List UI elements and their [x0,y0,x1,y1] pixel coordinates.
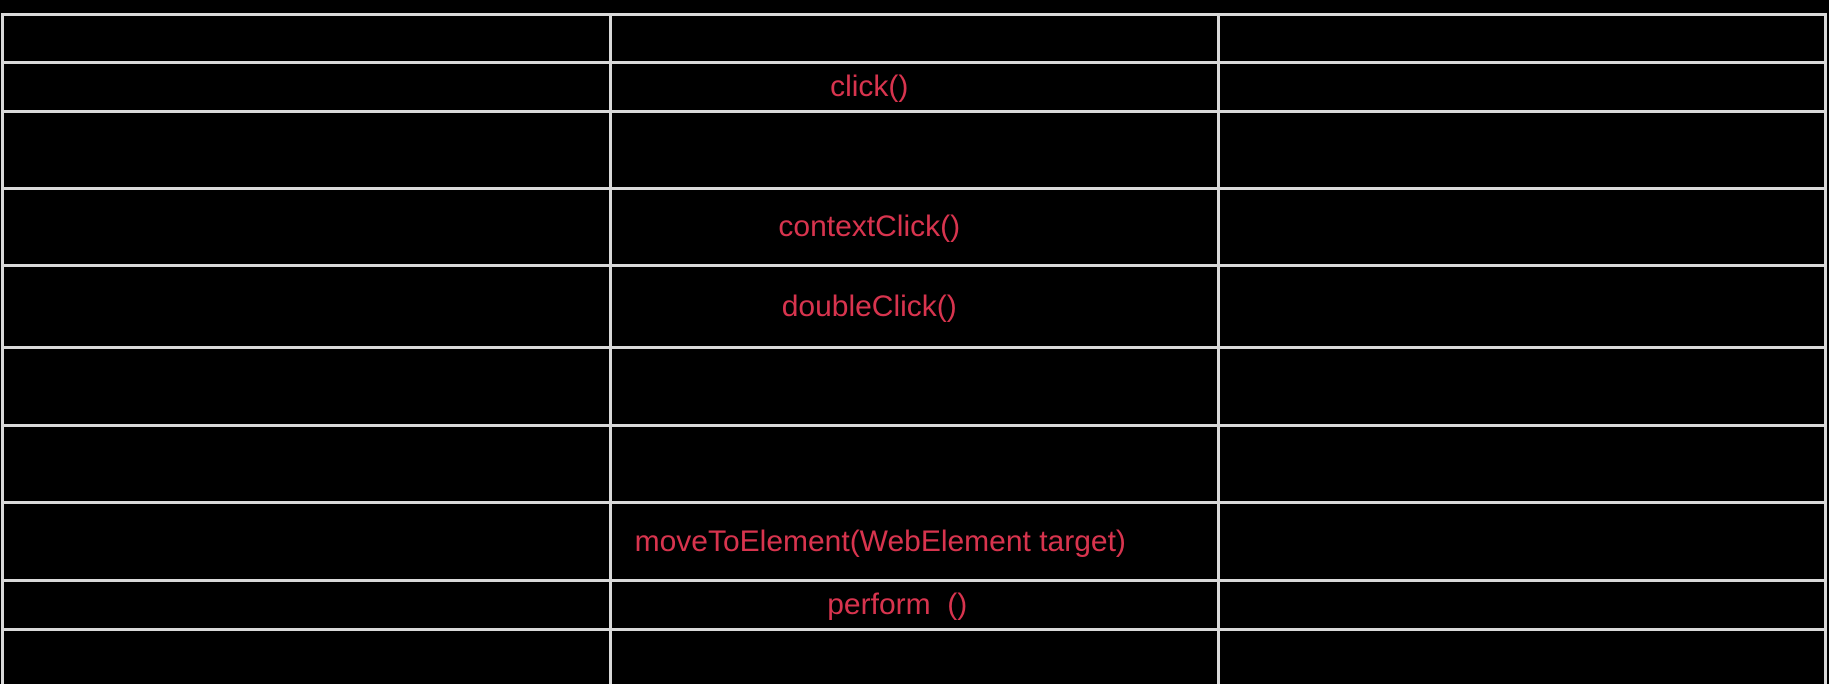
table-row: contextClick() [1,187,1828,267]
table-row [1,13,1828,64]
table-cell [1216,628,1828,684]
table-cell [1,264,612,349]
table-row: doubleClick() [1,264,1828,349]
table-cell [1216,13,1828,64]
table-row [1,346,1828,427]
method-label-perform: perform () [827,588,968,621]
method-label-click: click() [830,70,909,103]
table-cell [1,187,612,267]
table-cell [1,424,612,504]
table-cell [1,579,612,631]
table-row [1,110,1828,190]
table-cell [1216,187,1828,267]
table-cell [1,13,612,64]
table-cell [1,628,612,684]
table-cell [1,61,612,113]
method-cell-perform: perform () [608,579,1220,631]
table-cell [1216,110,1828,190]
method-cell-click: click() [608,61,1220,113]
table-row: perform () [1,579,1828,631]
table-cell [1,110,612,190]
method-cell-move-to-element: moveToElement(WebElement target) [608,501,1220,582]
table-cell [1216,346,1828,427]
table-cell [608,346,1220,427]
actions-methods-table: click() contextClick() doubleClick() [1,13,1828,684]
table-cell [608,13,1220,64]
method-cell-context-click: contextClick() [608,187,1220,267]
method-cell-double-click: doubleClick() [608,264,1220,349]
method-label-double-click: doubleClick() [781,289,957,323]
table-cell [608,628,1220,684]
table-cell [608,110,1220,190]
table-row [1,424,1828,504]
table-row: click() [1,61,1828,113]
table-cell [1216,579,1828,631]
table-row [1,628,1828,684]
table-cell [1,346,612,427]
table-cell [1216,501,1828,582]
method-label-context-click: contextClick() [778,210,961,243]
method-label-move-to-element: moveToElement(WebElement target) [634,524,1126,558]
table-row: moveToElement(WebElement target) [1,501,1828,582]
table-cell [1216,424,1828,504]
table-cell [1,501,612,582]
table-cell [1216,264,1828,349]
table-cell [1216,61,1828,113]
table-cell [608,424,1220,504]
